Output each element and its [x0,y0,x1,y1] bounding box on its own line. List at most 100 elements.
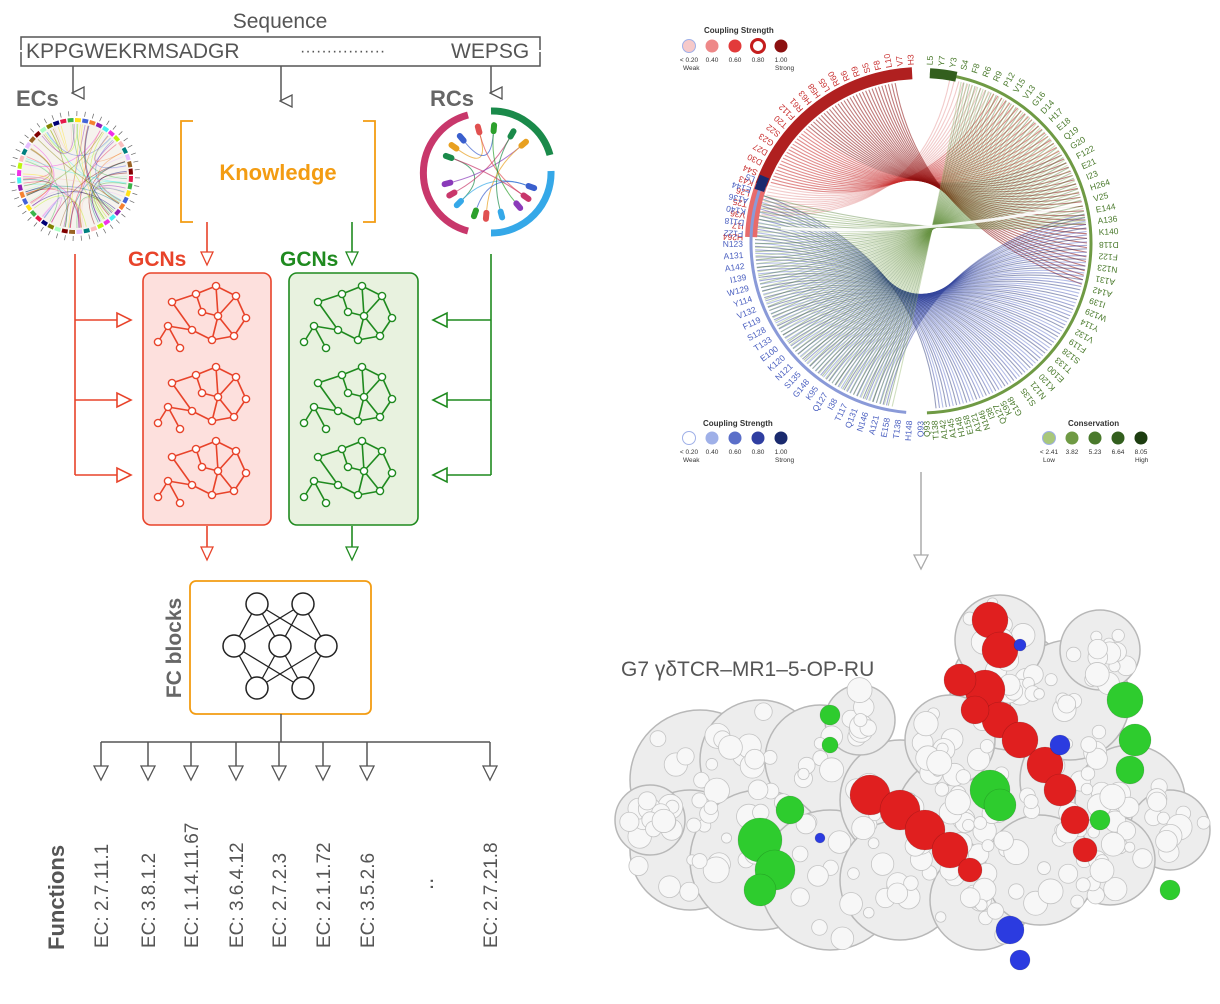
circos-ribbon-green [803,113,1026,361]
circos-ribbon-blue [882,217,1086,405]
circos-residue-label: D118 [1099,240,1119,250]
gcn-edge [171,382,193,412]
ecs-chord [25,184,51,196]
circos-ribbon-green [812,108,1020,370]
ecs-ring-segment [124,153,131,161]
knowledge-label: Knowledge [219,160,336,185]
gcn-left-label: GCNs [128,248,186,271]
fc-neuron [291,676,315,700]
protein-surface-bump [819,757,845,783]
protein-surface-bump [1037,861,1051,875]
ecs-chord [30,147,54,204]
gcn-node [343,307,353,317]
circos-ribbon-green [767,147,1058,308]
ecs-tick [134,169,140,171]
gcn-node [313,297,323,307]
protein-surface-bump [1075,877,1091,893]
protein-surface-bump [747,779,769,801]
ecs-chord [84,125,113,214]
circos-ribbon-green [809,110,1022,367]
protein-surface-bump [649,730,667,747]
circos-ribbon-blue [792,292,1068,350]
ecs-chord [84,125,110,216]
circos-ribbon-blue [755,256,997,392]
ecs-ring-segment [25,204,33,212]
circos-ribbon-green [794,119,1033,352]
circos-ribbon-blue [799,290,1072,358]
gcn-node [175,343,185,353]
circos-ribbon-green [849,92,992,394]
rcs-node [442,152,455,161]
gcn-right-label: GCNs [280,248,338,271]
fc-neuron [291,592,315,616]
function-label: EC: 2.7.2.3 [270,853,291,948]
ecs-ring-segment [17,184,23,192]
fc-neuron [245,676,269,700]
ecs-chord [50,129,104,220]
protein-surface-bump [703,777,730,804]
ecs-chord [25,158,127,185]
rcs-node [446,189,458,199]
gcn-node [187,406,197,416]
gcn-node [333,406,343,416]
ecs-ring-segment [35,215,43,223]
circos-residue-label: R9 [849,65,862,79]
circos-residue-label: F122 [1098,251,1118,262]
ecs-tick [115,219,120,224]
rcs-node [456,132,467,144]
ecs-chord [23,176,51,197]
rcs-link [465,134,494,156]
protein-surface-bump [967,747,991,772]
ecs-tick [36,123,41,128]
protein-surface-bump [651,808,676,833]
circos-residue-label: A131 [1094,274,1116,288]
circos-ribbon-blue [759,204,947,408]
ecs-tick [130,152,136,156]
ecs-chord [46,132,122,201]
ecs-ring-segment [19,191,26,199]
legend-value: 5.23 [1089,449,1102,456]
circos-ribbon-green [774,138,1051,322]
ecs-chord [41,177,127,217]
ecs-chord [23,148,52,187]
legend-value: < 0.20 [680,449,699,456]
circos-residue-label: K43 [737,174,755,189]
fc-edge [233,603,304,647]
rcs-link [454,158,522,195]
circos-arc-green [926,71,1093,415]
ecs-chord-bg [21,122,129,230]
ecs-ring-segment [52,120,60,127]
circos-ribbon-blue [820,278,1082,376]
gcn-node [333,480,343,490]
circos-residue-label: I23 [1085,168,1100,182]
circos-ribbon-blue [828,272,1084,382]
protein-surface-bump [926,749,953,776]
protein-surface-bump [1147,791,1168,812]
protein-surface-bump [705,758,718,771]
protein-patch-red [960,695,990,725]
ecs-chord [23,179,68,228]
ecs-chord [30,185,125,204]
ecs-tick [118,131,123,136]
circos-ribbon-green [875,84,973,404]
gcn-node [163,321,173,331]
circos-ribbon-green [792,121,1035,349]
protein-surface-bump [1132,848,1153,869]
gcn-node [163,402,173,412]
ecs-tick [95,231,99,237]
protein-surface-bump [811,919,828,936]
ecs-tick [12,156,18,160]
circos-residue-label: N123 [1096,262,1118,275]
protein-surface-render [614,594,1211,971]
circos-residue-label: L10 [882,53,894,69]
functions-title: Functions [44,845,69,950]
ecs-chord [50,129,69,228]
circos-ribbon-blue [831,269,1085,384]
ecs-chord [25,188,82,228]
legend-value: < 0.20 [680,57,699,64]
rcs-node [448,142,460,152]
protein-patch-red [1001,721,1039,759]
function-label: EC: 3.8.1.2 [139,853,160,948]
ecs-chord [99,156,127,170]
